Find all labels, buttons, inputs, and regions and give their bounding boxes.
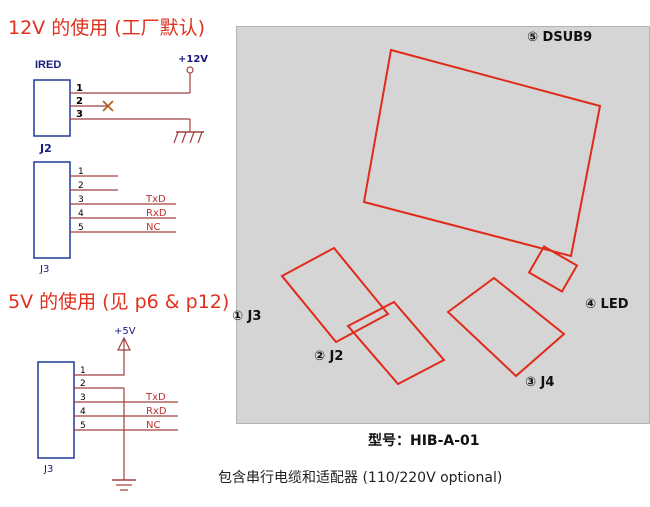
model-number: 型号：HIB-A-01 [368, 433, 480, 449]
ired-label: IRED [35, 59, 61, 71]
signal-nc-label: NC [146, 420, 160, 431]
j3-pin-number: 4 [78, 209, 84, 219]
power-12v-label: +12V [178, 54, 208, 65]
j3-pin-number: 1 [78, 167, 84, 177]
j3-pin-number: 2 [78, 181, 84, 191]
j3-5v-connector-box [37, 361, 75, 459]
j3-5v-pin-number: 4 [80, 407, 86, 417]
photo-caption: 包含串行电缆和适配器 (110/220V optional) [218, 470, 503, 486]
section-12v-title: 12V 的使用 (工厂默认) [8, 17, 206, 39]
j2-connector-box [33, 79, 71, 137]
power-5v-arrow-icon [117, 336, 131, 354]
j3-5v-pin-number: 2 [80, 379, 86, 389]
signal-txd-label: TxD [145, 392, 166, 403]
j3-5v-label: J3 [43, 464, 53, 475]
schematic-5v: +5V 1 2 3 4 5 TxD RxD NC J3 [37, 326, 178, 491]
ground-icon [112, 479, 136, 491]
j3-label: J3 [39, 264, 49, 275]
section-5v-title: 5V 的使用 (见 p6 & p12) [8, 291, 230, 313]
j2-pin-number: 3 [76, 109, 83, 120]
power-12v-symbol [186, 66, 194, 74]
signal-rxd-label: RxD [146, 406, 167, 417]
j4-callout-label: ③ J4 [525, 375, 555, 390]
led-callout-label: ④ LED [585, 297, 629, 312]
j3-callout-label: ① J3 [232, 309, 262, 324]
j3-pin-number: 5 [78, 223, 84, 233]
j3-5v-pin-number: 5 [80, 421, 86, 431]
dsub9-callout-box [362, 48, 602, 258]
j3-connector-box [33, 161, 71, 259]
no-connect-x [102, 100, 114, 112]
j2-pin-number: 1 [76, 83, 83, 94]
j3-5v-pin-number: 3 [80, 393, 86, 403]
power-5v-label: +5V [114, 326, 136, 337]
j2-callout-label: ② J2 [314, 349, 344, 364]
photo-callouts [280, 48, 602, 386]
led-callout-box [527, 245, 579, 293]
j2-pin-number: 2 [76, 96, 83, 107]
signal-nc-label: NC [146, 222, 160, 233]
j2-callout-box [346, 300, 446, 386]
j3-callout-box [280, 246, 390, 344]
j4-callout-box [446, 276, 566, 378]
dsub9-label: ⑤ DSUB9 [527, 30, 593, 45]
j3-5v-pin-number: 1 [80, 366, 86, 376]
ground-icon [173, 131, 204, 144]
schematic-12v: IRED 1 2 3 +12V J2 1 2 3 4 5 TxD RxD NC … [33, 54, 208, 275]
j2-label: J2 [39, 142, 52, 155]
signal-rxd-label: RxD [146, 208, 167, 219]
j3-pin-number: 3 [78, 195, 84, 205]
signal-txd-label: TxD [145, 194, 166, 205]
